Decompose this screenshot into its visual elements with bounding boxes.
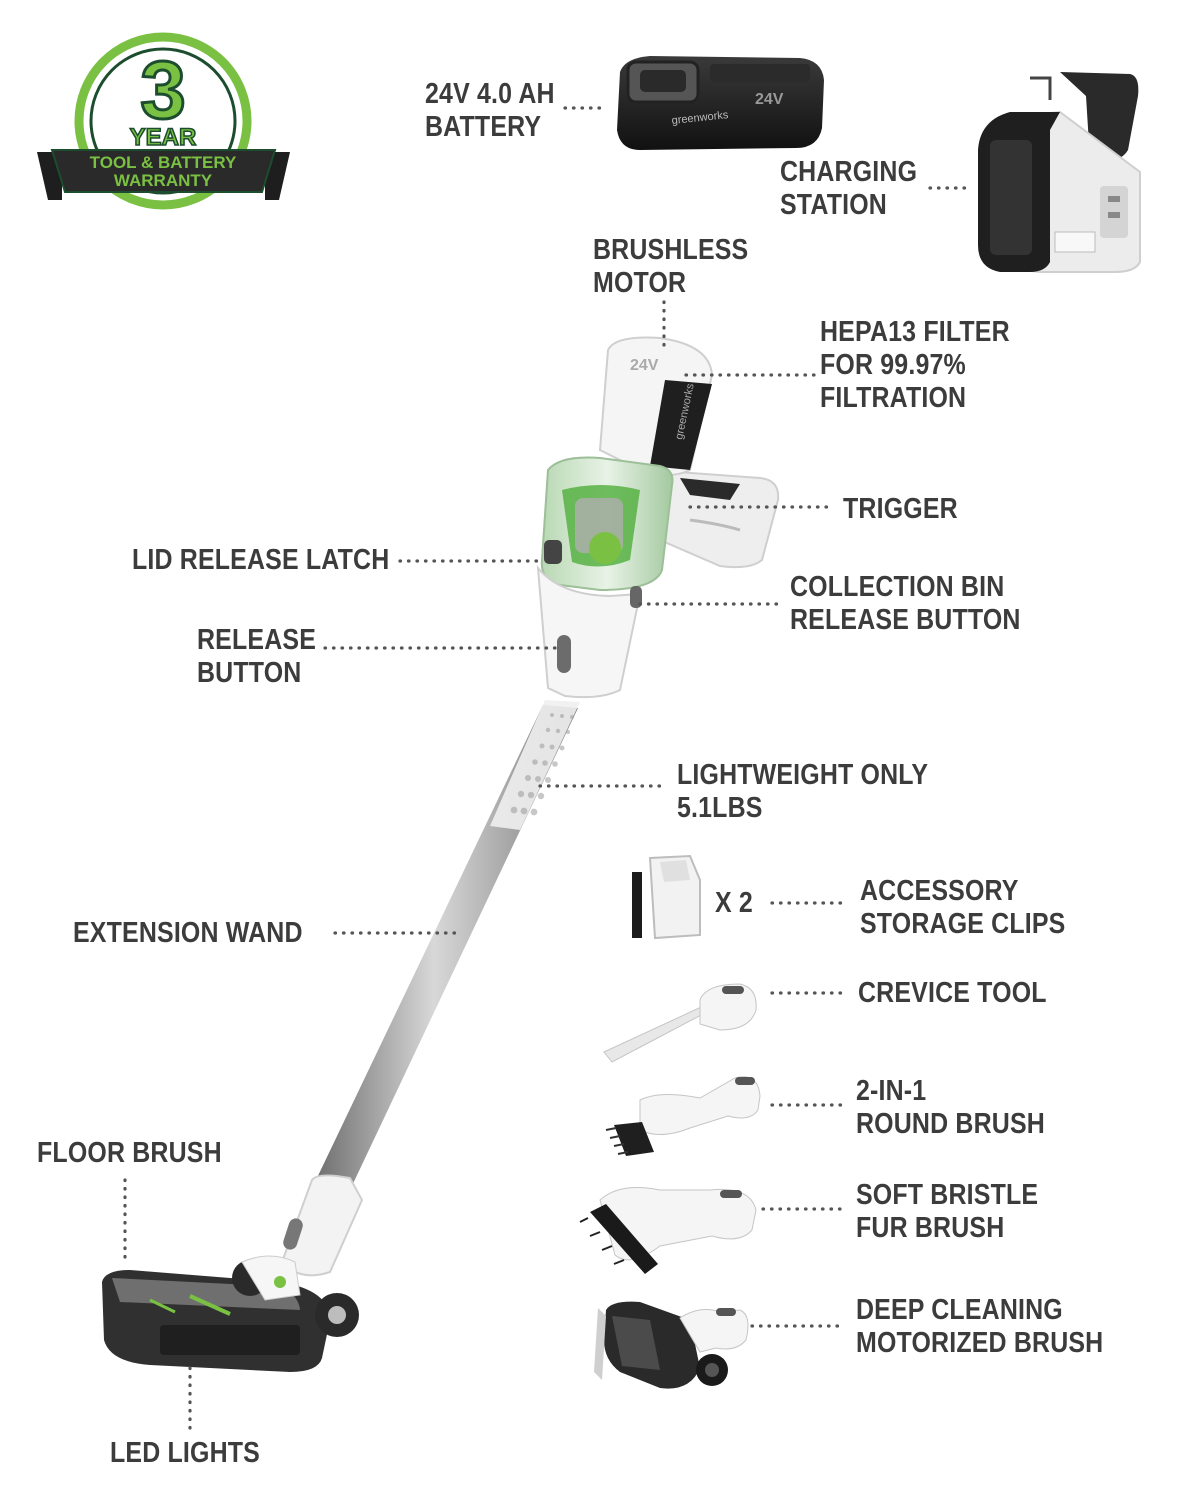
fur-brush-label-line2: FUR BRUSH <box>856 1212 1005 1244</box>
motorized-brush-image <box>594 1301 749 1389</box>
warranty-badge: 3 YEAR TOOL & BATTERY WARRANTY <box>37 32 290 210</box>
floor-brush-label-line1: FLOOR BRUSH <box>37 1137 222 1169</box>
led-lights-label: LED LIGHTS <box>110 1437 260 1470</box>
storage-clip-image <box>632 854 701 940</box>
badge-ribbon-line2: WARRANTY <box>114 171 213 190</box>
clips-count-label: X 2 <box>715 887 753 920</box>
charging-station-image <box>978 72 1141 273</box>
lightweight-label-line2: 5.1LBS <box>677 792 763 824</box>
badge-ribbon-line1: TOOL & BATTERY <box>90 153 237 172</box>
release-button-label-line2: BUTTON <box>197 657 302 689</box>
lid-release-latch-label-line1: LID RELEASE LATCH <box>132 544 390 576</box>
round-brush-label-line1: 2-IN-1 <box>856 1075 927 1107</box>
storage-clips-label-line2: STORAGE CLIPS <box>860 908 1066 940</box>
collection-bin-release-label-line1: COLLECTION BIN <box>790 571 1005 603</box>
battery-image: greenworks 24V <box>617 56 824 150</box>
brushless-motor-label-line1: BRUSHLESS <box>593 234 749 266</box>
hepa-filter-label-line3: FILTRATION <box>820 382 967 414</box>
floor-brush-label: FLOOR BRUSH <box>37 1137 222 1170</box>
extension-wand-label: EXTENSION WAND <box>73 917 303 950</box>
motorized-brush-label-line2: MOTORIZED BRUSH <box>856 1327 1104 1359</box>
lightweight-label: LIGHTWEIGHT ONLY 5.1LBS <box>677 759 928 825</box>
badge-number: 3 <box>140 45 186 136</box>
crevice-tool-label: CREVICE TOOL <box>858 977 1047 1010</box>
round-brush-label-line2: ROUND BRUSH <box>856 1108 1045 1140</box>
clips-count-label-line1: X 2 <box>715 887 753 919</box>
motorized-brush-label: DEEP CLEANING MOTORIZED BRUSH <box>856 1294 1103 1360</box>
charging-station-label-line2: STATION <box>780 189 887 221</box>
charging-station-label-line1: CHARGING <box>780 156 918 188</box>
storage-clips-label: ACCESSORY STORAGE CLIPS <box>860 875 1065 941</box>
lid-release-latch-label: LID RELEASE LATCH <box>132 544 389 577</box>
fur-brush-label: SOFT BRISTLE FUR BRUSH <box>856 1179 1038 1245</box>
collection-bin-release-label-line2: RELEASE BUTTON <box>790 604 1021 636</box>
storage-clips-label-line1: ACCESSORY <box>860 875 1019 907</box>
vacuum-voltage-text: 24V <box>630 357 659 374</box>
fur-brush-image <box>579 1187 757 1274</box>
battery-label: 24V 4.0 AH BATTERY <box>425 78 555 144</box>
stick-vacuum-image: greenworks 24V <box>102 336 780 1372</box>
battery-voltage-text: 24V <box>755 91 784 108</box>
brushless-motor-label-line2: MOTOR <box>593 267 687 299</box>
round-brush-label: 2-IN-1 ROUND BRUSH <box>856 1075 1045 1141</box>
crevice-tool-label-line1: CREVICE TOOL <box>858 977 1047 1009</box>
battery-label-line1: 24V 4.0 AH <box>425 78 555 110</box>
trigger-label-line1: TRIGGER <box>843 493 958 525</box>
hepa-filter-label-line2: FOR 99.97% <box>820 349 966 381</box>
hepa-filter-label: HEPA13 FILTER FOR 99.97% FILTRATION <box>820 316 1010 415</box>
crevice-tool-image <box>603 983 757 1063</box>
hepa-filter-label-line1: HEPA13 FILTER <box>820 316 1010 348</box>
brushless-motor-label: BRUSHLESS MOTOR <box>593 234 748 300</box>
trigger-label: TRIGGER <box>843 493 958 526</box>
charging-station-label: CHARGING STATION <box>780 156 917 222</box>
fur-brush-label-line1: SOFT BRISTLE <box>856 1179 1039 1211</box>
badge-year: YEAR <box>130 124 197 151</box>
leader-lines <box>123 106 974 1432</box>
collection-bin-release-label: COLLECTION BIN RELEASE BUTTON <box>790 571 1021 637</box>
led-lights-label-line1: LED LIGHTS <box>110 1437 260 1469</box>
battery-brand-text: greenworks <box>671 109 729 127</box>
battery-label-line2: BATTERY <box>425 111 542 143</box>
round-brush-image <box>605 1076 761 1156</box>
release-button-label-line1: RELEASE <box>197 624 317 656</box>
extension-wand-label-line1: EXTENSION WAND <box>73 917 303 949</box>
lightweight-label-line1: LIGHTWEIGHT ONLY <box>677 759 929 791</box>
release-button-label: RELEASE BUTTON <box>197 624 316 690</box>
motorized-brush-label-line1: DEEP CLEANING <box>856 1294 1063 1326</box>
